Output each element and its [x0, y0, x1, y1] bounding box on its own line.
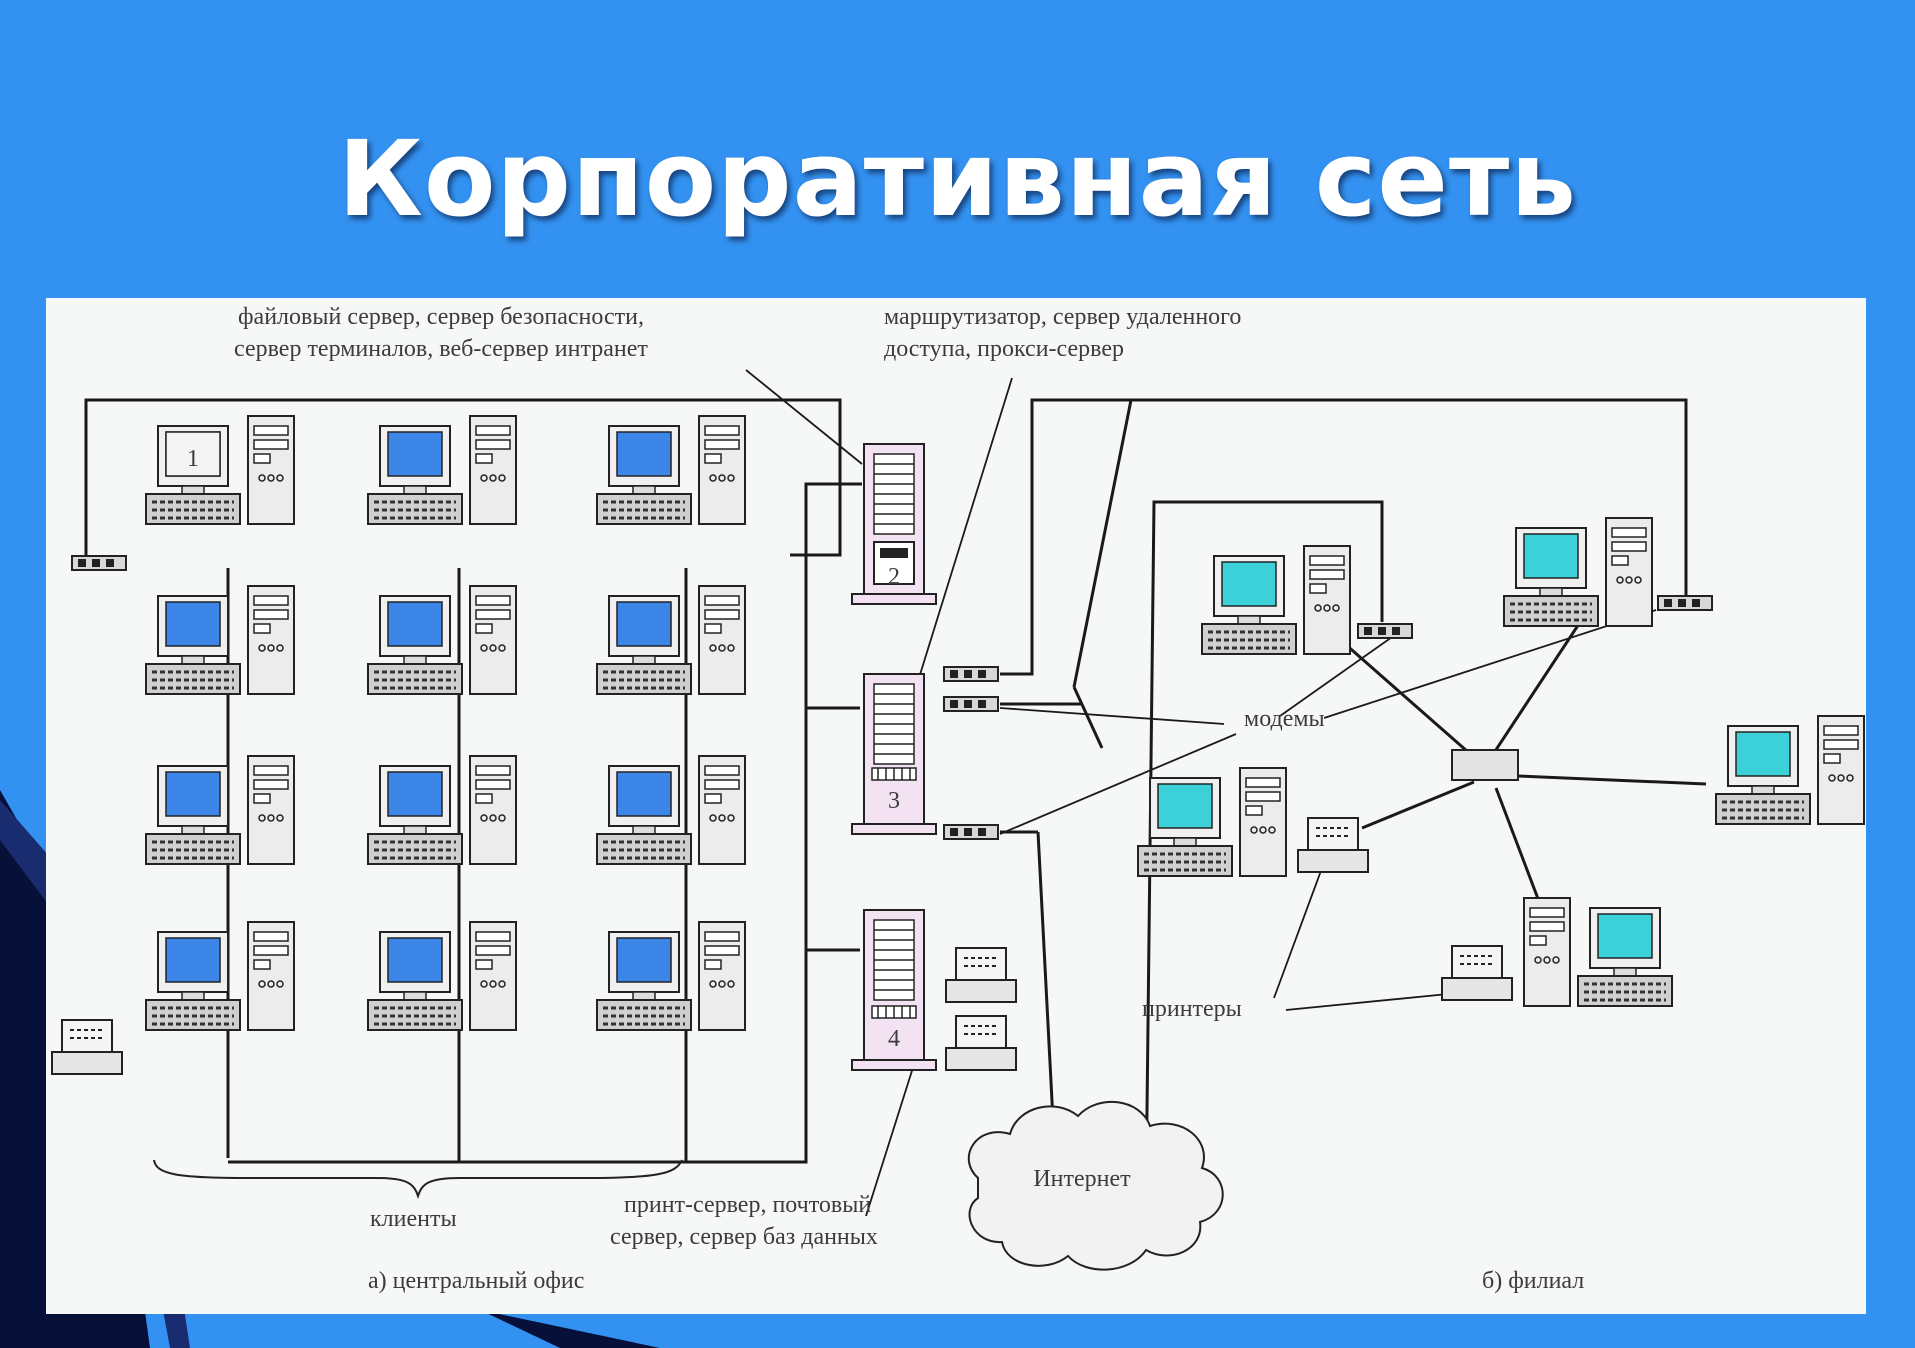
workstation-icon — [1136, 766, 1288, 878]
internet-label: Интернет — [1033, 1166, 1131, 1192]
number-3: 3 — [888, 788, 900, 814]
number-2: 2 — [888, 564, 900, 590]
modem-icon — [1357, 623, 1413, 639]
dark-swoosh-bottom — [480, 1310, 660, 1348]
file-server-caption-line1: файловый сервер, сервер безопасности, — [238, 304, 644, 330]
internet-cloud: Интернет — [967, 1100, 1224, 1271]
router-caption-line2: доступа, прокси-сервер — [884, 336, 1124, 362]
workstation-icon — [366, 584, 518, 696]
callout-lines — [745, 369, 1657, 1217]
modem-icon — [1657, 595, 1713, 611]
office-clients — [144, 414, 747, 1032]
printer-icon — [51, 1019, 123, 1075]
hub-icon — [1451, 749, 1519, 781]
cloud-icon — [967, 1100, 1224, 1271]
number-1: 1 — [187, 446, 199, 472]
number-4: 4 — [888, 1026, 900, 1052]
clients-brace — [153, 1159, 683, 1200]
workstation-icon — [595, 920, 747, 1032]
branch-label: б) филиал — [1482, 1268, 1584, 1294]
diagram-panel: 1 2 3 4 Интернет — [46, 298, 1866, 1314]
server-4: 4 — [851, 909, 937, 1071]
server-2: 2 — [851, 443, 937, 605]
printer-icon — [1441, 945, 1513, 1001]
modems-label: модемы — [1244, 706, 1325, 732]
branch-devices — [1136, 516, 1866, 1008]
print-server-caption-line1: принт-сервер, почтовый — [624, 1192, 871, 1218]
file-server-caption-line2: сервер терминалов, веб-сервер интранет — [234, 336, 648, 362]
printer-icon — [945, 947, 1017, 1003]
modem-to-internet-lines — [1000, 398, 1688, 1199]
workstation-icon — [595, 584, 747, 696]
clients-label: клиенты — [370, 1206, 457, 1232]
modem-icon — [71, 555, 127, 571]
central-office-label: а) центральный офис — [368, 1268, 584, 1294]
modem-icon — [943, 824, 999, 840]
workstation-icon — [1200, 544, 1352, 656]
modem-icon — [943, 666, 999, 682]
workstation-icon — [595, 754, 747, 866]
branch-star-wiring — [1335, 597, 1707, 905]
workstation-icon — [144, 920, 296, 1032]
modem-icon — [943, 696, 999, 712]
workstation-1-marker: 1 — [165, 431, 221, 477]
workstation-icon — [144, 754, 296, 866]
printer-icon — [945, 1015, 1017, 1071]
workstation-icon — [1714, 714, 1866, 826]
workstation-icon — [366, 414, 518, 526]
workstation-icon — [366, 754, 518, 866]
workstation-icon — [1522, 896, 1674, 1008]
printers-label: принтеры — [1142, 996, 1242, 1022]
workstation-icon — [1502, 516, 1654, 628]
network-diagram: 1 2 3 4 Интернет — [51, 304, 1866, 1294]
router-caption-line1: маршрутизатор, сервер удаленного — [884, 304, 1241, 330]
slide-title: Корпоративная сеть — [337, 118, 1578, 240]
workstation-icon — [595, 414, 747, 526]
server-3: 3 — [851, 673, 937, 835]
printer-icon — [1297, 817, 1369, 873]
print-server-caption-line2: сервер, сервер баз данных — [610, 1224, 878, 1250]
workstation-icon — [366, 920, 518, 1032]
workstation-icon — [144, 584, 296, 696]
